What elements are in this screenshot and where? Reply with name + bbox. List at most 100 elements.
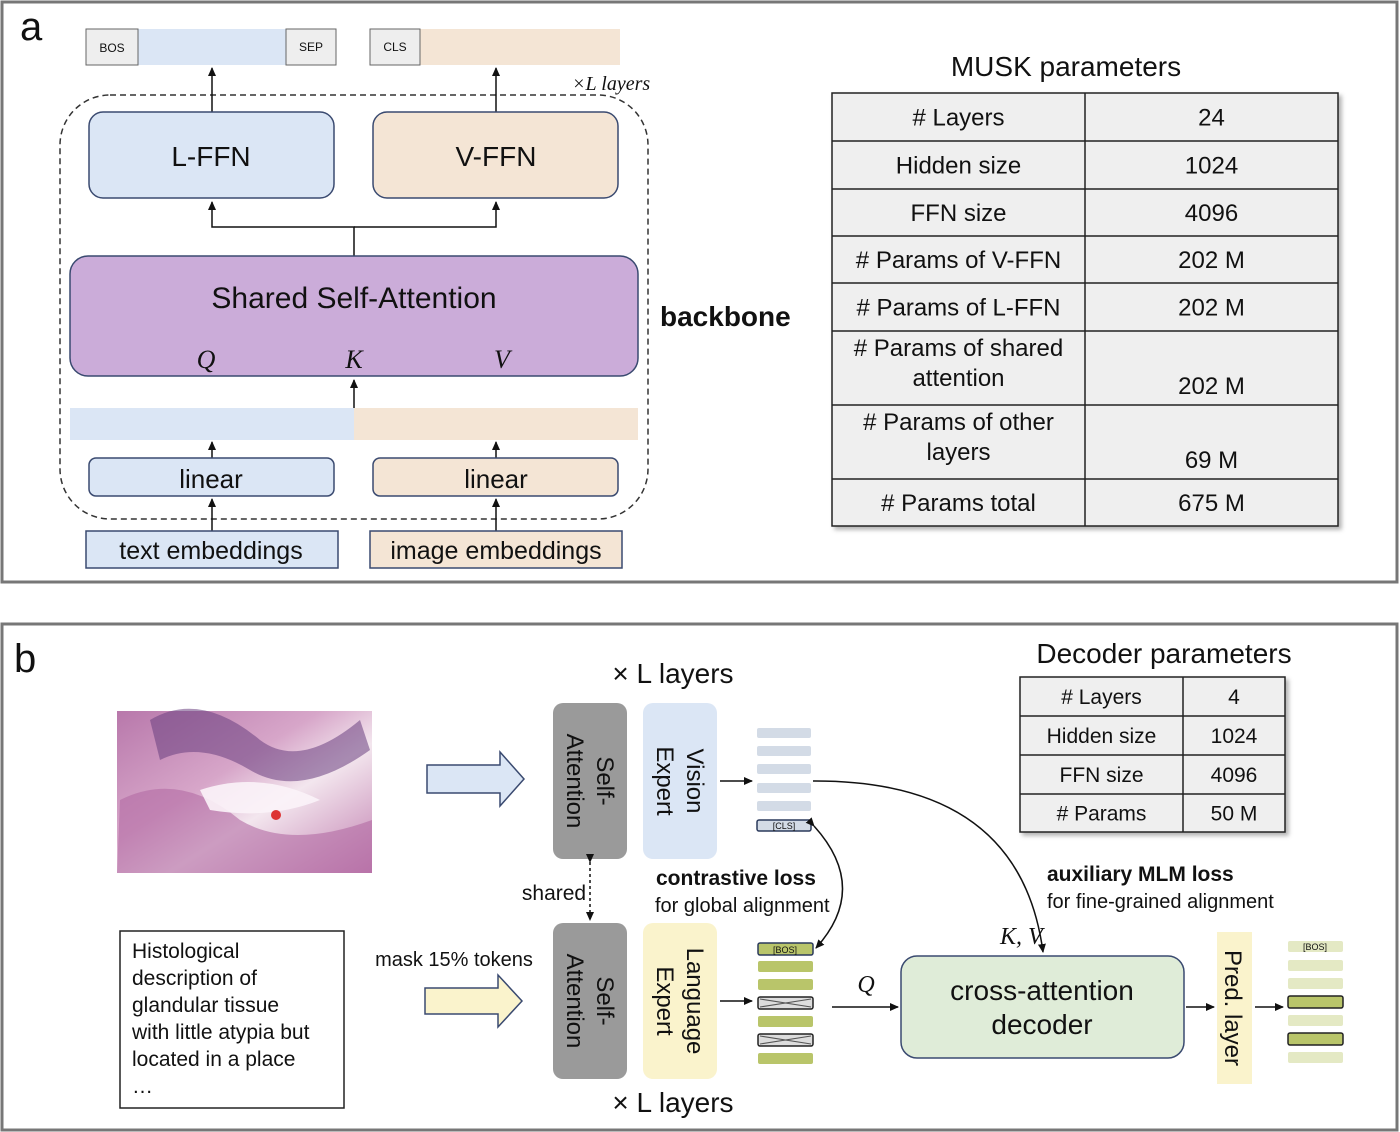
- text-input-arrow: [424, 973, 524, 1029]
- pred-layer-label: Pred. layer: [1219, 950, 1246, 1066]
- param-name: # Params of L-FFN: [856, 295, 1060, 322]
- param-value: 202 M: [1178, 247, 1245, 274]
- text-token-bar: [70, 408, 354, 440]
- param-value: 1024: [1211, 725, 1258, 748]
- kv-label: K, V: [999, 924, 1045, 950]
- self-attention-top-block: [553, 703, 627, 859]
- image-output-bar: [420, 29, 620, 65]
- param-value: 675 M: [1178, 490, 1245, 517]
- contrastive-sub: for global alignment: [655, 895, 830, 917]
- table-row: FFN size 4096: [1060, 764, 1258, 787]
- param-name: Hidden size: [1047, 725, 1157, 748]
- table-row: # Params 50 M: [1057, 803, 1258, 826]
- v-ffn-label: V-FFN: [456, 141, 537, 172]
- backbone-label: backbone: [660, 301, 791, 332]
- layers-note: ×L layers: [572, 73, 650, 95]
- bos-token-label: BOS: [99, 41, 124, 55]
- contrastive-arrow: [805, 817, 844, 949]
- bos-token-b: [757, 942, 814, 956]
- panel-a-label: a: [20, 5, 43, 49]
- panel-b-label: b: [14, 637, 36, 681]
- param-value: 50 M: [1211, 803, 1258, 826]
- bos-token-b-label: [BOS]: [773, 945, 797, 955]
- text-embeddings-label: text embeddings: [119, 537, 302, 565]
- v-label: V: [494, 345, 513, 374]
- param-name: FFN size: [1060, 764, 1144, 787]
- k-label: K: [344, 345, 364, 374]
- text-description-box: [119, 930, 345, 1109]
- shared-self-attention-block: [69, 255, 639, 377]
- q-label: Q: [197, 345, 216, 374]
- image-token-bar: [354, 408, 638, 440]
- image-embeddings-label: image embeddings: [390, 537, 601, 565]
- kv-arrow: [812, 780, 1046, 953]
- param-value: 24: [1198, 105, 1225, 132]
- vision-expert-label: VisionExpert: [651, 746, 708, 816]
- text-output-bar: [138, 29, 286, 65]
- layers-bottom-label: × L layers: [612, 1087, 733, 1118]
- param-name: # Params: [1057, 803, 1147, 826]
- histology-image: [117, 708, 372, 873]
- mlm-title: auxiliary MLM loss: [1047, 863, 1234, 886]
- cls-token-b-label: [CLS]: [773, 821, 796, 831]
- param-value: 1024: [1185, 153, 1238, 180]
- panel-a-frame: [0, 0, 1399, 584]
- table-row: Hidden size 1024: [1047, 725, 1258, 748]
- prediction-token-stack: [BOS]: [1287, 941, 1344, 1063]
- v-ffn-block: [372, 111, 619, 199]
- cls-token-label: CLS: [383, 40, 406, 54]
- param-name: Hidden size: [896, 153, 1021, 180]
- bos-token: [85, 28, 139, 66]
- param-value: 69 M: [1185, 447, 1238, 474]
- decoder-table-title: Decoder parameters: [1036, 638, 1291, 669]
- text-embeddings-block: [85, 530, 339, 569]
- pred-layer-block: [1217, 932, 1252, 1084]
- param-value: 4: [1228, 686, 1240, 709]
- text-description-line: glandular tissue: [132, 994, 279, 1017]
- self-attention-bottom-label: Self-Attention: [561, 954, 618, 1049]
- image-embeddings-block: [369, 530, 623, 569]
- mask-label: mask 15% tokens: [375, 949, 533, 971]
- text-description-line: Histological: [132, 940, 239, 963]
- image-linear-label: linear: [464, 464, 528, 494]
- language-expert-label: LanguageExpert: [651, 948, 708, 1055]
- l-ffn-label: L-FFN: [171, 141, 250, 172]
- param-name: # Params of V-FFN: [856, 247, 1061, 274]
- text-linear-block: [88, 457, 335, 497]
- shared-label: shared: [522, 882, 586, 905]
- param-value: 202 M: [1178, 373, 1245, 400]
- sep-token: [285, 28, 337, 66]
- text-linear-label: linear: [179, 464, 243, 494]
- param-value: 4096: [1211, 764, 1258, 787]
- panel-b-frame: [0, 622, 1399, 1132]
- vision-token-stack: [CLS]: [756, 728, 812, 832]
- image-input-arrow: [426, 750, 526, 808]
- attention-label: Shared Self-Attention: [211, 282, 496, 315]
- param-name: # Layers: [912, 105, 1004, 132]
- language-token-stack: [BOS]: [757, 942, 814, 1064]
- layers-top-label: × L layers: [612, 658, 733, 689]
- language-expert-block: [643, 923, 717, 1079]
- table-row: # Params of V-FFN 202 M: [856, 247, 1245, 274]
- table-row: Hidden size 1024: [896, 153, 1238, 180]
- param-name: FFN size: [911, 200, 1007, 227]
- self-attention-bottom-block: [553, 923, 627, 1079]
- param-name: # Layers: [1061, 686, 1142, 709]
- text-description-line: …: [132, 1075, 153, 1098]
- table-row: # Layers 4: [1061, 686, 1240, 709]
- l-ffn-block: [88, 111, 335, 199]
- table-row: # Layers 24: [912, 105, 1224, 132]
